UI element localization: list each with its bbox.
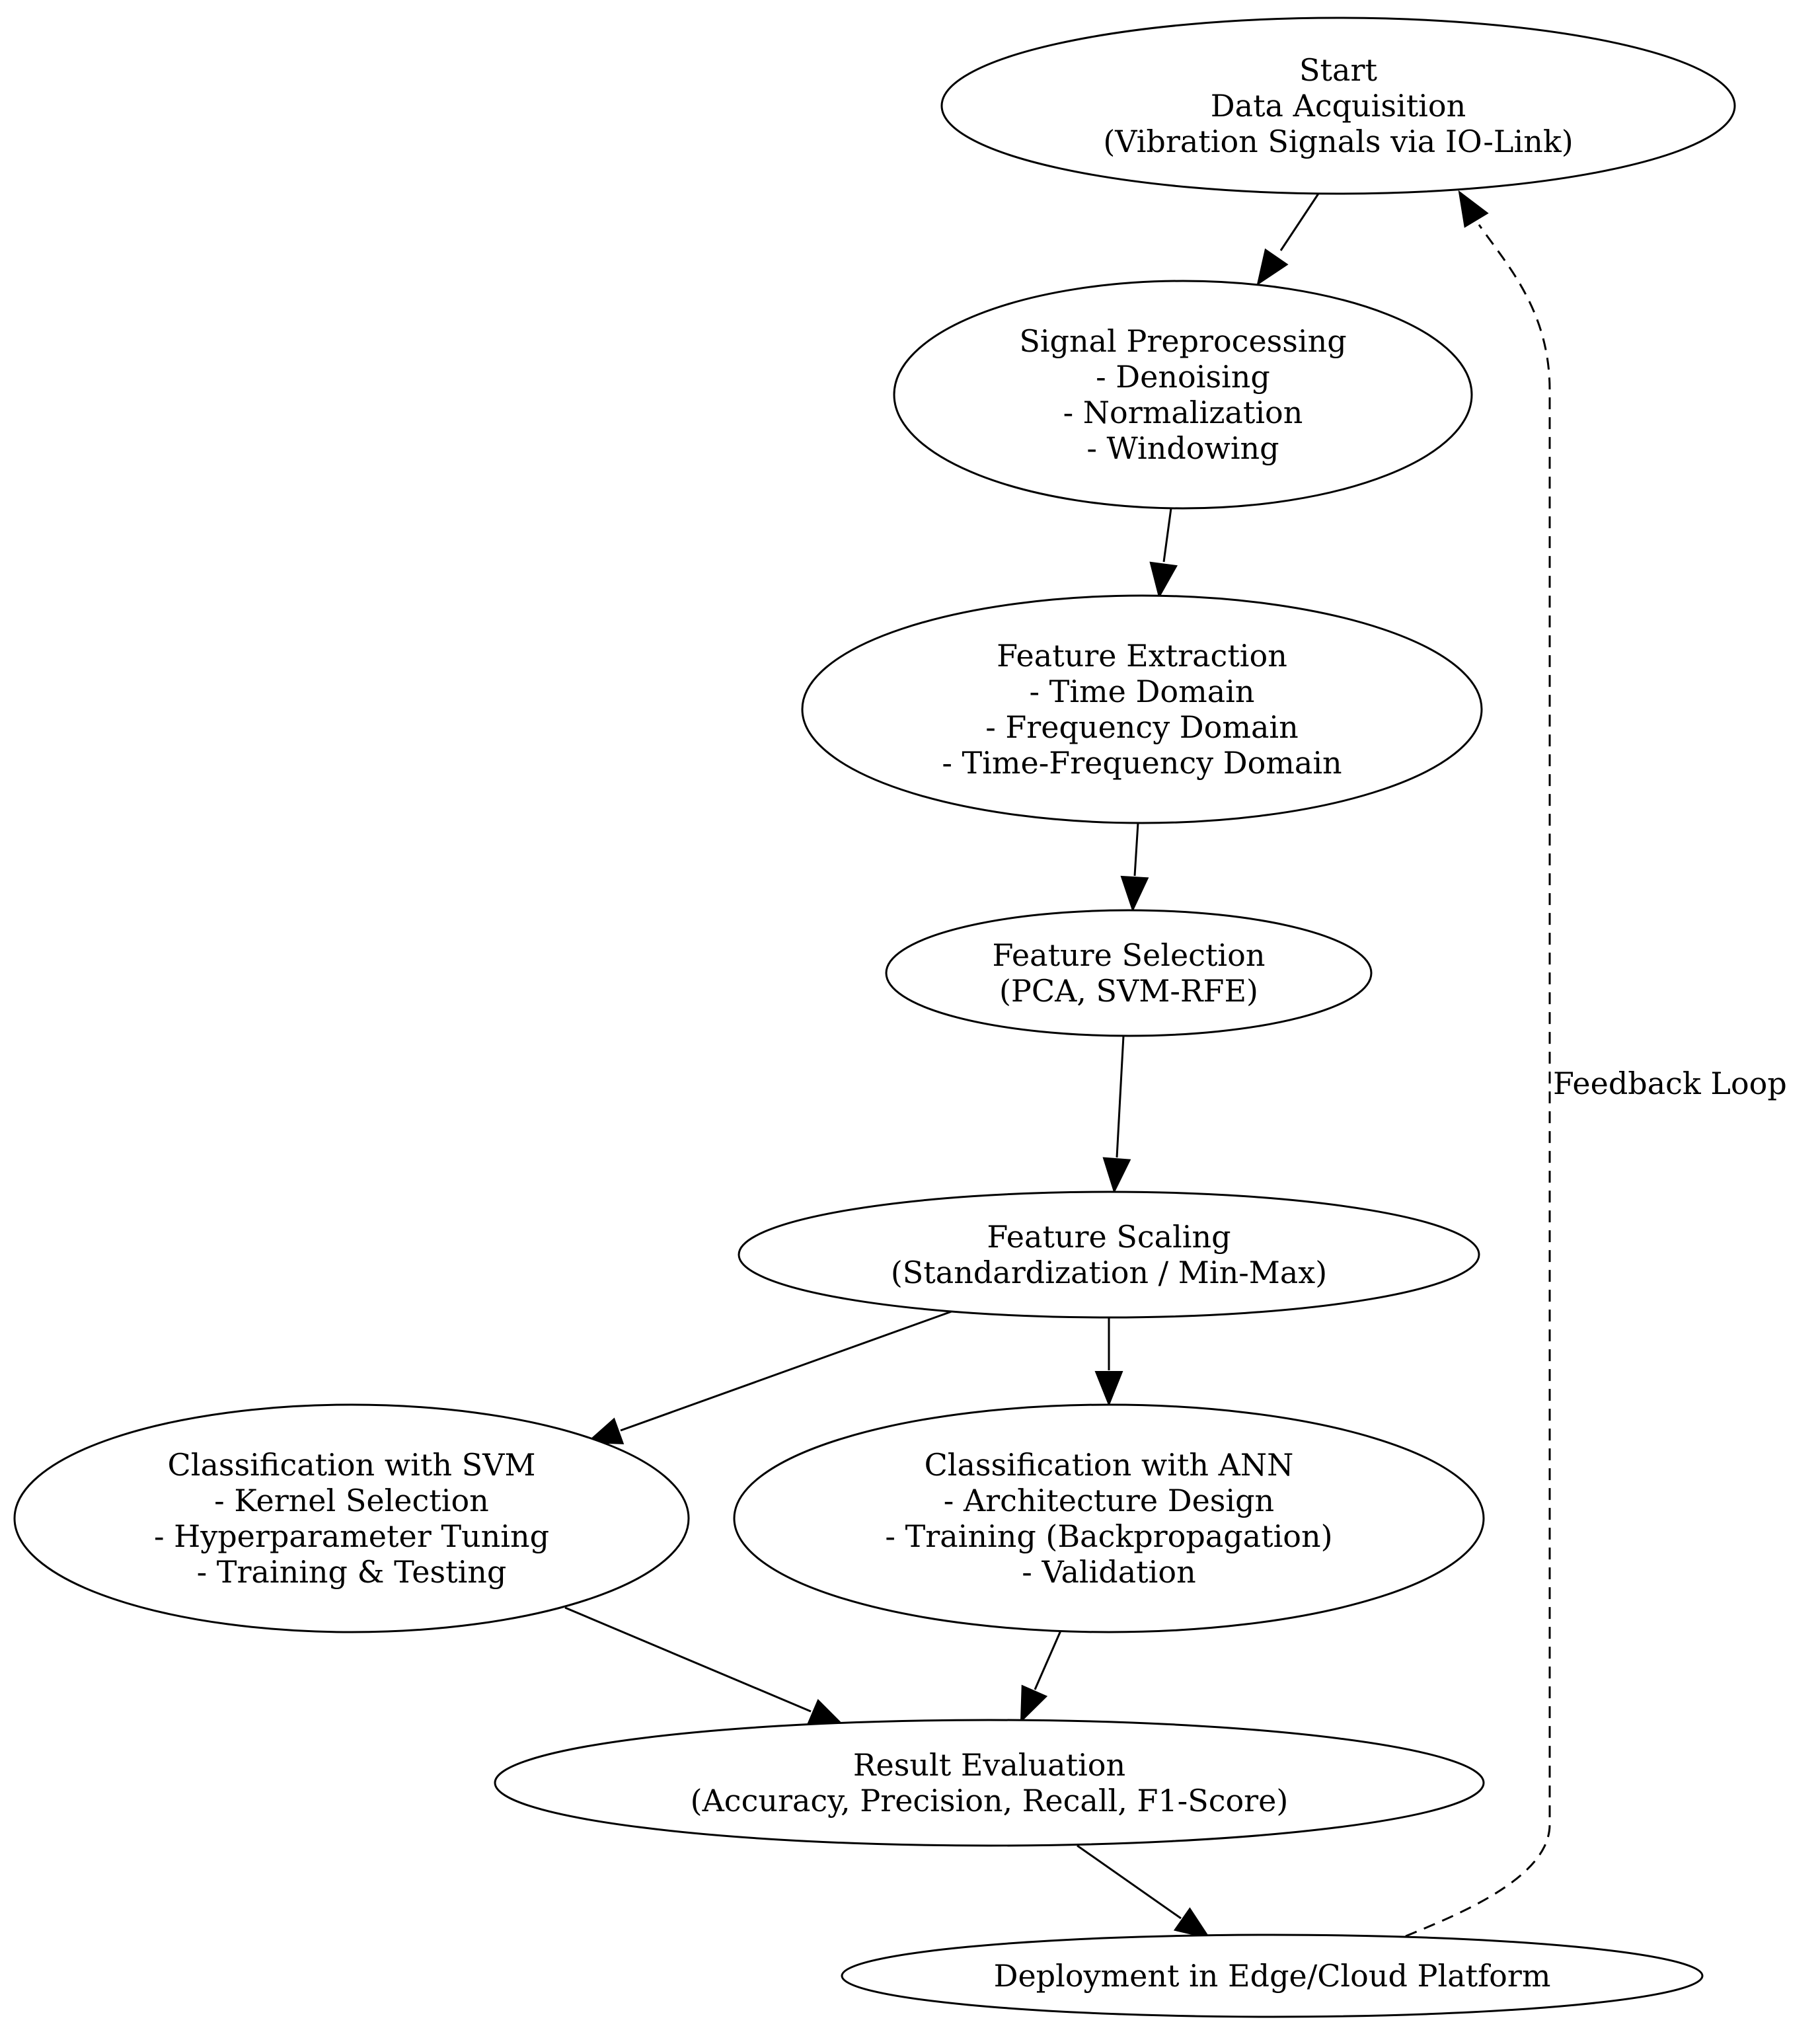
edge-line: [1162, 508, 1172, 563]
edge-line: [620, 1310, 952, 1432]
node-detail-line: - Training (Backpropagation): [885, 1518, 1332, 1554]
edge-ann-to-evaluation: [1020, 1630, 1062, 1723]
node-ann: Classification with ANN- Architecture De…: [733, 1403, 1485, 1633]
node-ellipse: [494, 1719, 1485, 1847]
node-ellipse: [738, 1191, 1480, 1319]
edge-line: [1279, 193, 1320, 251]
node-ellipse: [841, 1934, 1704, 2018]
edge-line: [1034, 1630, 1062, 1690]
node-ellipse: [940, 17, 1736, 195]
node-detail-line: (Accuracy, Precision, Recall, F1-Score): [691, 1783, 1289, 1819]
edge-start-to-preprocessing: [1256, 193, 1320, 286]
node-ellipse: [801, 594, 1483, 824]
arrowhead: [1256, 248, 1289, 286]
edge-selection-to-scaling: [1102, 1035, 1131, 1194]
edge-extraction-to-selection: [1120, 822, 1149, 912]
node-detail-line: - Architecture Design: [944, 1483, 1274, 1518]
node-detail-line: - Denoising: [1096, 359, 1270, 395]
node-preprocessing: Signal Preprocessing- Denoising- Normali…: [893, 280, 1473, 510]
node-detail-line: - Time-Frequency Domain: [942, 745, 1342, 781]
node-detail-line: - Windowing: [1086, 430, 1279, 466]
edge-svm-to-evaluation: [564, 1606, 845, 1727]
edge-line: [1116, 1035, 1125, 1158]
edge-line: [1077, 1844, 1182, 1920]
edge-line: [1405, 224, 1551, 1937]
node-title: Result Evaluation: [853, 1747, 1125, 1783]
node-title: Classification with ANN: [925, 1447, 1294, 1483]
node-detail-line: Data Acquisition: [1211, 88, 1466, 124]
node-title: Feature Selection: [993, 937, 1266, 973]
edge-preprocessing-to-extraction: [1149, 508, 1178, 599]
arrowhead: [1458, 190, 1489, 228]
node-detail-line: - Normalization: [1063, 395, 1303, 430]
node-title: Feature Extraction: [997, 638, 1287, 674]
node-title: Signal Preprocessing: [1019, 323, 1346, 359]
edge-line: [1133, 822, 1139, 877]
arrowhead: [1020, 1684, 1048, 1723]
node-detail-line: - Frequency Domain: [985, 709, 1299, 745]
node-detail-line: (Vibration Signals via IO-Link): [1103, 124, 1573, 159]
edges-layer: Feedback Loop: [564, 190, 1787, 1939]
node-detail-line: (PCA, SVM-RFE): [999, 973, 1258, 1009]
node-deployment: Deployment in Edge/Cloud Platform: [841, 1934, 1704, 2018]
arrowhead: [1094, 1371, 1123, 1407]
arrowhead: [1120, 875, 1149, 912]
node-title: Classification with SVM: [168, 1447, 536, 1483]
node-evaluation: Result Evaluation(Accuracy, Precision, R…: [494, 1719, 1485, 1847]
node-svm: Classification with SVM- Kernel Selectio…: [13, 1403, 690, 1633]
node-detail-line: - Validation: [1022, 1554, 1195, 1590]
edge-scaling-to-ann: [1094, 1317, 1123, 1407]
arrowhead: [1173, 1907, 1211, 1939]
node-scaling: Feature Scaling(Standardization / Min-Ma…: [738, 1191, 1480, 1319]
node-extraction: Feature Extraction- Time Domain- Frequen…: [801, 594, 1483, 824]
node-detail-line: (Standardization / Min-Max): [891, 1255, 1327, 1290]
edge-deployment-to-start: Feedback Loop: [1405, 190, 1787, 1937]
node-title: Feature Scaling: [987, 1219, 1231, 1255]
edge-label: Feedback Loop: [1553, 1066, 1787, 1101]
node-ellipse: [885, 909, 1373, 1037]
node-ellipse: [733, 1403, 1485, 1633]
arrowhead: [1102, 1157, 1131, 1194]
node-detail-line: - Hyperparameter Tuning: [154, 1518, 549, 1554]
node-detail-line: - Time Domain: [1030, 674, 1255, 709]
edge-line: [564, 1606, 812, 1713]
arrowhead: [1149, 561, 1178, 599]
node-title: Start: [1299, 52, 1377, 88]
node-ellipse: [13, 1403, 690, 1633]
node-selection: Feature Selection(PCA, SVM-RFE): [885, 909, 1373, 1037]
node-ellipse: [893, 280, 1473, 510]
edge-evaluation-to-deployment: [1077, 1844, 1211, 1939]
node-detail-line: - Training & Testing: [197, 1554, 507, 1590]
node-detail-line: - Kernel Selection: [214, 1483, 489, 1518]
node-title: Deployment in Edge/Cloud Platform: [994, 1958, 1551, 1994]
